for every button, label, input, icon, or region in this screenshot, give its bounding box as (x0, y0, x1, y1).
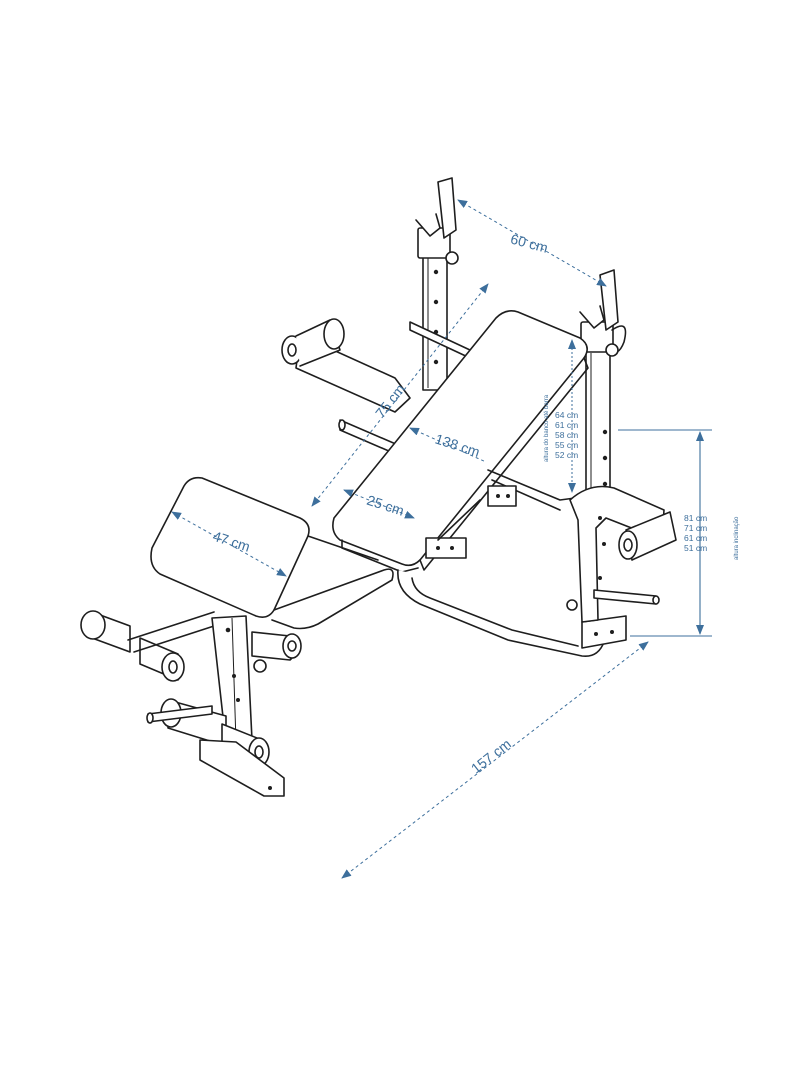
dim-line-seat-width (171, 511, 287, 577)
seat-height-value: 55 cm (555, 440, 578, 450)
right-rack-upright (579, 269, 627, 501)
seat-height-values: 64 cm 61 cm 58 cm 55 cm 52 cm (555, 410, 578, 460)
incline-height-value: 71 cm (684, 523, 707, 533)
seat-height-value: 58 cm (555, 430, 578, 440)
left-leg-assembly (80, 610, 302, 797)
left-rack-upright (409, 177, 471, 391)
seat-height-axis-label: altura do banco até barra (544, 394, 550, 462)
seat-height-value: 61 cm (555, 420, 578, 430)
dim-line-height (311, 283, 489, 507)
seat-height-value: 52 cm (555, 450, 578, 460)
seat-height-value: 64 cm (555, 410, 578, 420)
bench-drawing (80, 177, 677, 797)
dim-line-backrest-length (409, 427, 487, 463)
incline-height-values: 81 cm 71 cm 61 cm 51 cm (684, 513, 707, 553)
incline-height-value: 61 cm (684, 533, 707, 543)
dim-length-label: 157 cm (468, 736, 514, 777)
incline-height-value: 51 cm (684, 543, 707, 553)
right-leg-assembly (566, 485, 677, 623)
incline-height-value: 81 cm (684, 513, 707, 523)
dim-line-backrest-width (343, 489, 415, 519)
incline-height-axis-label: altura inclinação (734, 516, 740, 560)
main-frame (397, 469, 627, 658)
dim-line-length (341, 641, 649, 879)
dim-width-label: 60 cm (509, 231, 550, 256)
dim-line-width (457, 199, 607, 287)
